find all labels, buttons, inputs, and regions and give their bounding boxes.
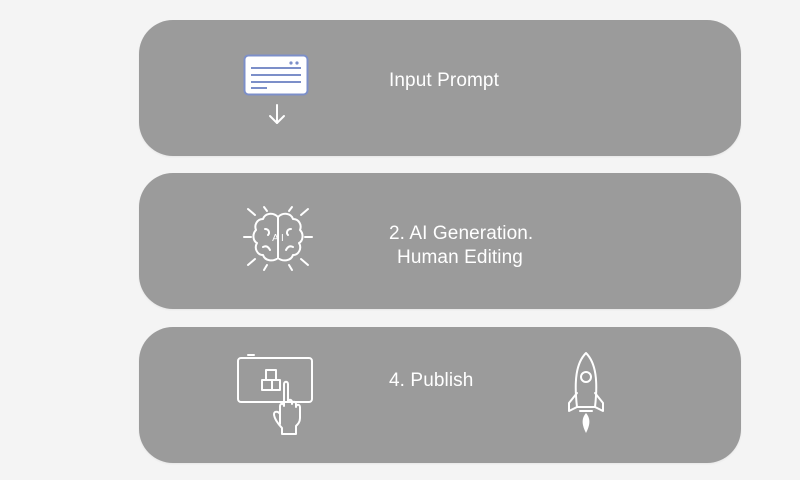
- step-card-publish: 4. Publish: [139, 327, 741, 463]
- browser-window-icon: [243, 54, 309, 96]
- step-label-human-editing: Human Editing: [397, 247, 523, 268]
- step-card-ai-generation: A I 2. AI Generation. Human Editing: [139, 173, 741, 309]
- step-label-input-prompt: Input Prompt: [389, 70, 499, 91]
- rocket-icon: [568, 352, 604, 433]
- ai-brain-icon: A I: [243, 206, 313, 271]
- step-label-ai-generation: 2. AI Generation.: [389, 223, 534, 244]
- arrow-down-icon: [269, 104, 285, 124]
- hand-touching-screen-icon: [237, 354, 313, 435]
- step-card-input-prompt: Input Prompt: [139, 20, 741, 156]
- step-label-publish: 4. Publish: [389, 370, 474, 391]
- ai-brain-letters: A I: [272, 233, 284, 244]
